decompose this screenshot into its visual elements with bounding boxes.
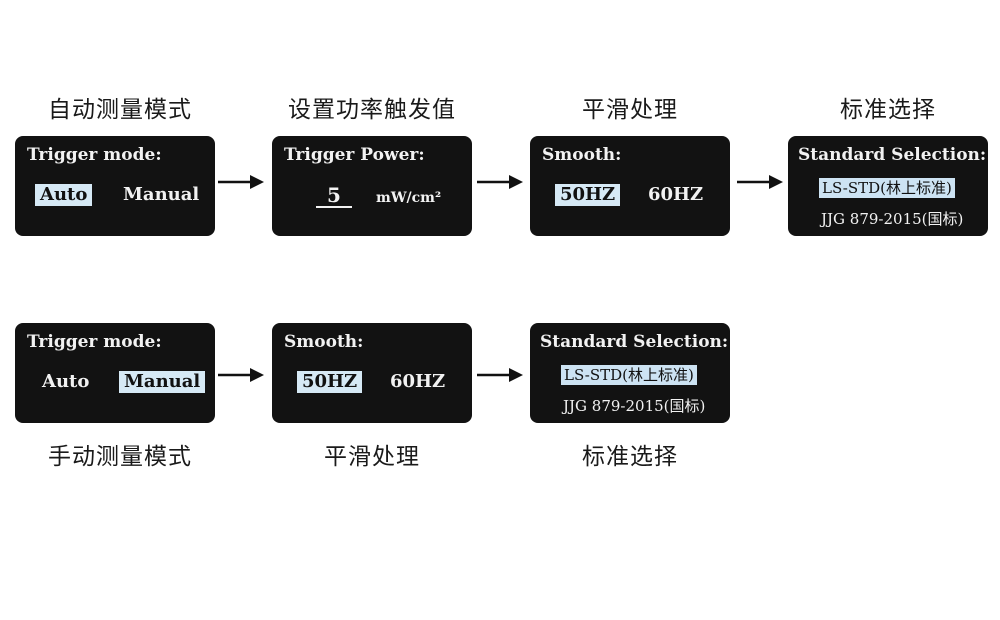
option-60hz[interactable]: 60HZ bbox=[390, 371, 446, 392]
screen-standard-selection: Standard Selection: LS-STD(林上标准) JJG 879… bbox=[788, 136, 988, 236]
caption-manual-mode: 手动测量模式 bbox=[48, 444, 192, 470]
screen-trigger-power: Trigger Power: 5 mW/cm² bbox=[272, 136, 472, 236]
caption-smoothing: 平滑处理 bbox=[582, 97, 678, 123]
arrow-icon bbox=[218, 368, 264, 382]
trigger-power-value-field[interactable]: 5 bbox=[316, 184, 352, 208]
caption-standard-selection: 标准选择 bbox=[840, 97, 936, 123]
option-auto[interactable]: Auto bbox=[35, 184, 93, 206]
screen-trigger-mode-auto: Trigger mode: Auto Manual bbox=[15, 136, 215, 236]
screen-smooth: Smooth: 50HZ 60HZ bbox=[272, 323, 472, 423]
screen-smooth: Smooth: 50HZ 60HZ bbox=[530, 136, 730, 236]
arrow-icon bbox=[218, 175, 264, 189]
option-auto[interactable]: Auto bbox=[42, 371, 90, 392]
option-manual[interactable]: Manual bbox=[119, 371, 206, 393]
option-jjg-879-2015[interactable]: JJG 879-2015(国标) bbox=[821, 210, 964, 228]
screen-title: Standard Selection: bbox=[540, 332, 729, 352]
screen-title: Smooth: bbox=[284, 332, 364, 352]
option-ls-std[interactable]: LS-STD(林上标准) bbox=[819, 178, 955, 198]
arrow-icon bbox=[477, 175, 523, 189]
screen-standard-selection: Standard Selection: LS-STD(林上标准) JJG 879… bbox=[530, 323, 730, 423]
arrow-icon bbox=[737, 175, 783, 189]
trigger-power-unit: mW/cm² bbox=[376, 190, 442, 206]
screen-title: Trigger mode: bbox=[27, 145, 162, 165]
caption-auto-mode: 自动测量模式 bbox=[48, 97, 192, 123]
caption-smoothing: 平滑处理 bbox=[324, 444, 420, 470]
caption-standard-selection: 标准选择 bbox=[582, 444, 678, 470]
option-jjg-879-2015[interactable]: JJG 879-2015(国标) bbox=[563, 397, 706, 415]
screen-title: Smooth: bbox=[542, 145, 622, 165]
screen-trigger-mode-manual: Trigger mode: Auto Manual bbox=[15, 323, 215, 423]
option-manual[interactable]: Manual bbox=[123, 184, 200, 205]
option-60hz[interactable]: 60HZ bbox=[648, 184, 704, 205]
option-50hz[interactable]: 50HZ bbox=[297, 371, 363, 393]
arrow-icon bbox=[477, 368, 523, 382]
screen-title: Trigger Power: bbox=[284, 145, 425, 165]
screen-title: Trigger mode: bbox=[27, 332, 162, 352]
screen-title: Standard Selection: bbox=[798, 145, 987, 165]
option-50hz[interactable]: 50HZ bbox=[555, 184, 621, 206]
option-ls-std[interactable]: LS-STD(林上标准) bbox=[561, 365, 697, 385]
caption-set-trigger-power: 设置功率触发值 bbox=[288, 97, 456, 123]
